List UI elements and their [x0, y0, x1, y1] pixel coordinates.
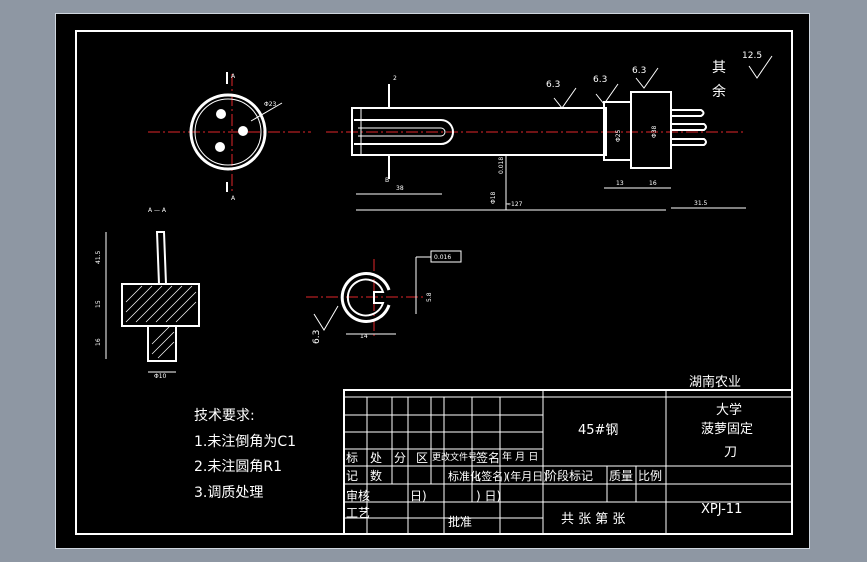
svg-text:阶段标记: 阶段标记 [545, 468, 593, 483]
material: 45#钢 [578, 423, 618, 438]
svg-text:其: 其 [712, 60, 726, 76]
svg-text:区: 区 [416, 451, 428, 465]
end-view: Φ23 A A [148, 72, 311, 202]
svg-text:签名: 签名 [476, 450, 500, 465]
svg-text:共 张 第 张: 共 张 第 张 [561, 512, 625, 527]
svg-text:(年月日): (年月日) [506, 469, 548, 483]
svg-text:审核: 审核 [346, 488, 370, 503]
tech-req-title: 技术要求: [194, 408, 255, 424]
svg-text:更改文件号: 更改文件号 [432, 451, 477, 463]
svg-text:标: 标 [346, 451, 358, 465]
svg-text:批准: 批准 [448, 514, 472, 529]
drawing-sheet: Φ23 A A 2 B 38 ≈127 13 16 31.5 Φ18 0.018 [55, 13, 810, 549]
svg-text:分: 分 [394, 451, 406, 465]
svg-text:Φ38: Φ38 [651, 125, 658, 138]
svg-text:0.018: 0.018 [498, 157, 505, 174]
school-name-top: 湖南农业 [689, 374, 741, 390]
svg-text:16: 16 [95, 338, 102, 346]
svg-text:16: 16 [649, 180, 657, 187]
svg-text:数: 数 [370, 468, 382, 483]
part-name-1: 菠萝固定 [701, 422, 753, 437]
svg-text:41.5: 41.5 [95, 250, 102, 264]
svg-text:12.5: 12.5 [742, 51, 762, 61]
svg-text:14: 14 [360, 333, 368, 340]
svg-text:0.016: 0.016 [434, 254, 451, 261]
svg-text:2: 2 [393, 75, 397, 82]
svg-text:标准化: 标准化 [448, 469, 481, 483]
section-b: 0.016 5.8 14 6.3 [306, 250, 462, 344]
svg-text:31.5: 31.5 [694, 200, 708, 207]
svg-text:15: 15 [95, 300, 102, 308]
tech-requirements: 技术要求: 1.未注倒角为C1 2.未注圆角R1 3.调质处理 [194, 408, 296, 501]
svg-text:工艺: 工艺 [346, 506, 370, 520]
svg-text:) 日): ) 日) [476, 489, 501, 503]
tech-req-item-3: 3.调质处理 [194, 485, 263, 501]
svg-text:6.3: 6.3 [312, 330, 322, 344]
tech-req-item-1: 1.未注倒角为C1 [194, 434, 296, 450]
svg-text:质量: 质量 [609, 469, 633, 483]
cad-drawing: Φ23 A A 2 B 38 ≈127 13 16 31.5 Φ18 0.018 [75, 30, 793, 535]
svg-text:日): 日) [410, 489, 427, 503]
svg-text:年 月 日: 年 月 日 [502, 450, 538, 463]
tech-req-item-2: 2.未注圆角R1 [194, 459, 282, 475]
svg-text:38: 38 [396, 185, 404, 192]
svg-text:6.3: 6.3 [593, 75, 607, 85]
svg-text:5.8: 5.8 [426, 292, 433, 302]
part-name-2: 刀 [724, 445, 737, 460]
section-label-a: A [231, 73, 236, 80]
drawing-number: XPJ-11 [701, 502, 742, 517]
svg-text:Φ10: Φ10 [154, 373, 167, 380]
svg-text:比例: 比例 [638, 469, 662, 483]
section-label-a2: A [231, 195, 236, 202]
svg-text:余: 余 [712, 83, 726, 100]
svg-text:13: 13 [616, 180, 624, 187]
svg-text:(签名): (签名) [477, 469, 508, 483]
svg-text:处: 处 [370, 451, 382, 465]
section-a-a: A — A 41.5 15 16 Φ10 [95, 207, 200, 380]
svg-text:A — A: A — A [148, 207, 167, 214]
section-label-b: B [385, 177, 389, 184]
svg-text:6.3: 6.3 [632, 66, 646, 76]
svg-text:6.3: 6.3 [546, 80, 560, 90]
svg-text:≈127: ≈127 [506, 201, 523, 208]
school-name-bottom: 大学 [716, 402, 742, 418]
svg-text:Φ25: Φ25 [615, 129, 622, 142]
svg-text:Φ23: Φ23 [264, 101, 277, 108]
title-block: 湖南农业 大学 菠萝固定 刀 45#钢 XPJ-11 标 处 分 区 更改文件号… [343, 374, 793, 535]
main-view: 2 B 38 ≈127 13 16 31.5 Φ18 0.018 Φ25 Φ38… [326, 51, 773, 211]
svg-text:Φ18: Φ18 [490, 191, 497, 204]
svg-text:记: 记 [346, 469, 358, 483]
